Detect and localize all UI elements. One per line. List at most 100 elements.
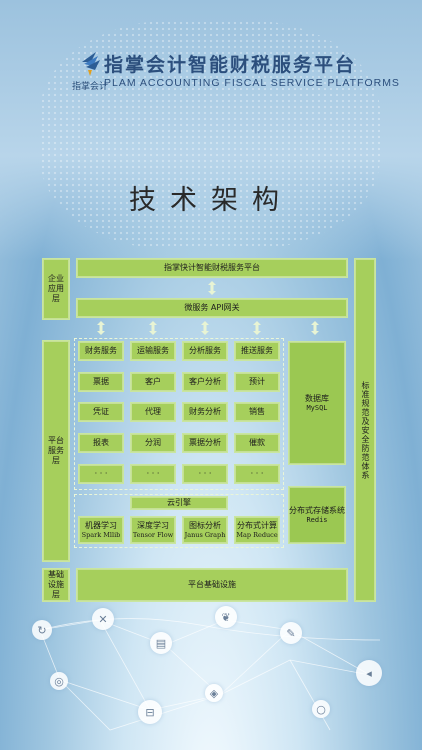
service-label: 票据 — [93, 377, 109, 386]
header: 指掌会计 指掌会计智能财税服务平台 PLAM ACCOUNTING FISCAL… — [66, 44, 399, 98]
network-decoration — [39, 618, 381, 731]
engine-sub-label: Map Reduce — [236, 530, 278, 539]
service-box: 财务服务 — [78, 341, 124, 361]
service-label: 财务分析 — [189, 407, 221, 416]
service-label: · · · — [250, 469, 264, 478]
service-box: 凭证 — [78, 402, 124, 422]
service-box: 分润 — [130, 433, 176, 453]
service-label: 财务服务 — [85, 346, 117, 355]
engine-label: 深度学习 — [137, 520, 169, 530]
engine-box: 机器学习 Spark Mllib — [78, 516, 124, 544]
engine-box: 图标分析 Janus Graph — [182, 516, 228, 544]
service-label: · · · — [146, 469, 160, 478]
service-box: 预计 — [234, 372, 280, 392]
document-icon: ▤ — [150, 632, 172, 654]
service-box: 运输服务 — [130, 341, 176, 361]
service-box: 票据分析 — [182, 433, 228, 453]
layer-infrastructure: 基础设施层 — [42, 568, 70, 602]
service-label: 分析服务 — [189, 346, 221, 355]
service-box: 代理 — [130, 402, 176, 422]
service-box: 销售 — [234, 402, 280, 422]
service-label: 票据分析 — [189, 438, 221, 447]
services-frame — [74, 338, 284, 490]
layer-platform: 平台服务层 — [42, 340, 70, 562]
service-label: 客户 — [145, 377, 161, 386]
app-title-english: PLAM ACCOUNTING FISCAL SERVICE PLATFORMS — [104, 77, 400, 89]
x-icon: ✕ — [92, 608, 114, 630]
service-label: 预计 — [249, 377, 265, 386]
service-box: 票据 — [78, 372, 124, 392]
layer-infrastructure-label: 基础设施层 — [48, 570, 64, 599]
up-down-arrow-icon — [96, 321, 106, 335]
shield-icon: ◈ — [205, 684, 223, 702]
standards-label: 标准规范及安全防范体系 — [361, 380, 370, 480]
service-label: 客户分析 — [189, 377, 221, 386]
up-down-arrow-icon — [207, 281, 217, 295]
gateway-label: 微服务 API网关 — [184, 303, 240, 312]
infrastructure-box: 平台基础设施 — [76, 568, 348, 602]
gateway-box: 微服务 API网关 — [76, 298, 348, 318]
logo-icon — [76, 48, 106, 78]
service-label: 运输服务 — [137, 346, 169, 355]
service-box: 财务分析 — [182, 402, 228, 422]
send-icon: ◂ — [356, 660, 382, 686]
enterprise-app-box: 指掌快计智能财税服务平台 — [76, 258, 348, 278]
service-label: 报表 — [93, 438, 109, 447]
up-down-arrow-icon — [200, 321, 210, 335]
layer-enterprise: 企业应用层 — [42, 258, 70, 320]
cloud-engine-label: 云引擎 — [167, 498, 191, 507]
standards-column: 标准规范及安全防范体系 — [354, 258, 376, 602]
swirl-icon: ↻ — [32, 620, 52, 640]
background-top — [0, 0, 422, 260]
target-icon: ◎ — [50, 672, 68, 690]
leaf-icon: ❦ — [215, 606, 237, 628]
app-title: 指掌会计智能财税服务平台 — [104, 54, 357, 76]
service-box: 催款 — [234, 433, 280, 453]
cloud-engine-box: 云引擎 — [130, 496, 228, 510]
service-label: 代理 — [145, 407, 161, 416]
up-down-arrow-icon — [252, 321, 262, 335]
storage-label: 分布式存储系统 — [289, 505, 345, 515]
engine-label: 机器学习 — [85, 520, 117, 530]
storage-box: 分布式存储系统 Redis — [288, 486, 346, 544]
service-label: 凭证 — [93, 407, 109, 416]
service-box: · · · — [78, 464, 124, 484]
service-label: 催款 — [249, 438, 265, 447]
database-box: 数据库 MySQL — [288, 341, 346, 465]
engine-sub-label: Janus Graph — [184, 530, 226, 539]
chat-icon: ✎ — [280, 622, 302, 644]
service-box: 推送服务 — [234, 341, 280, 361]
database-sub-label: MySQL — [306, 403, 328, 412]
enterprise-app-label: 指掌快计智能财税服务平台 — [164, 263, 260, 272]
box-icon: ⊟ — [138, 700, 162, 724]
layer-platform-label: 平台服务层 — [48, 436, 64, 465]
service-label: 分润 — [145, 438, 161, 447]
service-box: · · · — [130, 464, 176, 484]
up-down-arrow-icon — [310, 321, 320, 335]
storage-sub-label: Redis — [306, 515, 328, 524]
engine-box: 深度学习 Tensor Flow — [130, 516, 176, 544]
engine-sub-label: Spark Mllib — [81, 530, 121, 539]
service-label: 推送服务 — [241, 346, 273, 355]
engine-sub-label: Tensor Flow — [132, 530, 174, 539]
service-label: · · · — [198, 469, 212, 478]
service-box: 客户 — [130, 372, 176, 392]
engine-label: 分布式计算 — [237, 520, 277, 530]
logo-subtitle: 指掌会计 — [71, 81, 108, 91]
cloud-engine-frame — [74, 494, 284, 548]
service-label: 销售 — [249, 407, 265, 416]
deco-circle-icon: ○ — [312, 700, 330, 718]
service-box: 分析服务 — [182, 341, 228, 361]
infrastructure-label: 平台基础设施 — [188, 580, 236, 589]
layer-enterprise-label: 企业应用层 — [48, 274, 64, 303]
service-box: 客户分析 — [182, 372, 228, 392]
service-label: · · · — [94, 469, 108, 478]
engine-label: 图标分析 — [189, 520, 221, 530]
up-down-arrow-icon — [148, 321, 158, 335]
service-box: · · · — [234, 464, 280, 484]
page-title: 技术架构 — [129, 185, 293, 216]
engine-box: 分布式计算 Map Reduce — [234, 516, 280, 544]
service-box: · · · — [182, 464, 228, 484]
service-box: 报表 — [78, 433, 124, 453]
